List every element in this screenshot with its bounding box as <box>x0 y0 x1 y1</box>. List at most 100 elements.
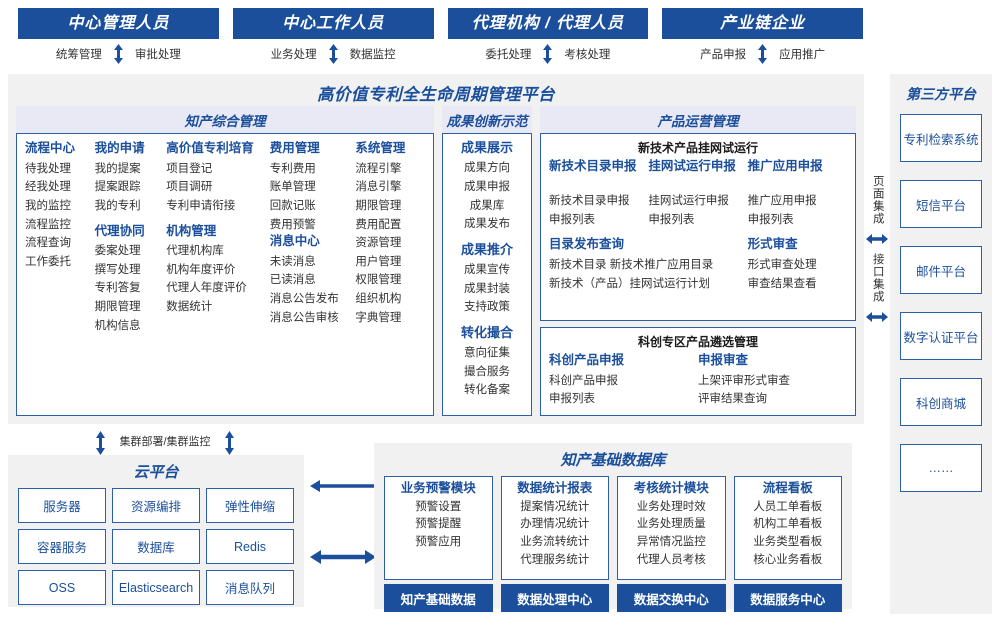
menu-item[interactable]: 流程查询 <box>25 237 71 250</box>
menu-item[interactable]: 组织机构 <box>355 293 402 305</box>
menu-item[interactable]: 上架评审形式审查 <box>698 374 790 387</box>
menu-item[interactable]: 账单管理 <box>269 181 316 194</box>
cloud-cell[interactable]: 数据库 <box>112 529 200 564</box>
menu-item[interactable]: 业务处理质量 <box>636 518 706 531</box>
menu-item[interactable]: 机构工单看板 <box>753 518 823 531</box>
menu-item[interactable]: 撮合服务 <box>464 365 510 378</box>
menu-item[interactable]: 支持政策 <box>464 301 510 314</box>
menu-item[interactable]: 消息公告审核 <box>269 311 339 324</box>
menu-item[interactable]: 回款记账 <box>269 199 316 212</box>
role-card[interactable]: 中心管理人员 统筹管理 审批处理 <box>18 8 219 68</box>
menu-item[interactable]: 人员工单看板 <box>753 500 823 513</box>
third-party-item-more[interactable]: …… <box>900 444 982 492</box>
menu-item[interactable]: 评审结果查询 <box>698 393 767 406</box>
menu-item[interactable]: 代理人员考核 <box>636 554 706 567</box>
menu-item[interactable]: 消息公告发布 <box>269 293 339 305</box>
menu-item[interactable]: 成果发布 <box>464 218 510 231</box>
menu-item[interactable]: 我的监控 <box>25 199 71 212</box>
menu-item[interactable]: 流程引擎 <box>355 162 402 175</box>
menu-item[interactable]: 经我处理 <box>25 181 71 194</box>
menu-item[interactable]: 权限管理 <box>355 274 402 287</box>
menu-item[interactable]: 未读消息 <box>269 255 316 268</box>
menu-item[interactable]: 新技术目录申报 <box>549 195 630 207</box>
menu-item[interactable]: 工作委托 <box>25 255 71 268</box>
role-card[interactable]: 中心工作人员 业务处理 数据监控 <box>232 8 434 68</box>
menu-item[interactable]: 项目登记 <box>166 162 213 175</box>
menu-item[interactable]: 转化备案 <box>464 384 510 397</box>
menu-item[interactable]: 业务处理时效 <box>636 500 706 513</box>
menu-item[interactable]: 审查结果查看 <box>747 277 817 290</box>
menu-item[interactable]: 申报列表 <box>549 393 595 406</box>
menu-item[interactable]: 期限管理 <box>94 301 141 313</box>
menu-item[interactable]: 申报列表 <box>648 213 695 226</box>
menu-item[interactable]: 办理情况统计 <box>520 518 590 531</box>
role-card[interactable]: 产业链企业 产品申报 应用推广 <box>662 8 863 68</box>
cloud-cell[interactable]: 容器服务 <box>18 529 106 564</box>
menu-item[interactable]: 申报列表 <box>747 213 794 226</box>
menu-item[interactable]: 消息引擎 <box>355 181 402 194</box>
cloud-cell[interactable]: OSS <box>18 570 106 605</box>
database-footer[interactable]: 数据处理中心 <box>500 584 609 612</box>
database-footer[interactable]: 数据交换中心 <box>617 584 726 612</box>
menu-item[interactable]: 机构年度评价 <box>166 263 236 276</box>
menu-item[interactable]: 代理机构库 <box>166 245 224 258</box>
menu-item[interactable]: 业务类型看板 <box>753 536 823 549</box>
menu-item[interactable]: 数据统计 <box>166 301 213 313</box>
database-footer[interactable]: 知产基础数据 <box>384 584 493 612</box>
menu-item[interactable]: 预警提醒 <box>415 518 462 531</box>
role-card[interactable]: 代理机构 / 代理人员 委托处理 考核处理 <box>447 8 649 68</box>
menu-item[interactable]: 业务流转统计 <box>520 536 590 549</box>
menu-item[interactable]: 代理人年度评价 <box>166 282 247 295</box>
menu-item[interactable]: 成果库 <box>469 199 505 212</box>
menu-item[interactable]: 专利费用 <box>269 162 316 175</box>
menu-item[interactable]: 新技术目录 新技术推广应用目录 <box>549 258 714 271</box>
menu-item[interactable]: 字典管理 <box>355 311 402 324</box>
menu-item[interactable]: 待我处理 <box>25 162 71 175</box>
menu-item[interactable]: 提案跟踪 <box>94 181 141 194</box>
menu-item[interactable]: 流程监控 <box>25 218 71 231</box>
menu-item[interactable]: 用户管理 <box>355 255 402 268</box>
third-party-item[interactable]: 专利检索系统 <box>900 114 982 162</box>
menu-item[interactable]: 资源管理 <box>355 237 402 250</box>
menu-item[interactable]: 代理服务统计 <box>520 554 590 567</box>
menu-item[interactable]: 成果宣传 <box>464 264 510 276</box>
menu-item[interactable]: 已读消息 <box>269 274 316 287</box>
menu-item[interactable]: 期限管理 <box>355 199 402 212</box>
third-party-item[interactable]: 短信平台 <box>900 180 982 228</box>
database-footer[interactable]: 数据服务中心 <box>733 584 842 612</box>
menu-item[interactable]: 形式审查处理 <box>747 258 817 271</box>
menu-item[interactable]: 申报列表 <box>549 213 595 226</box>
menu-item[interactable]: 预警设置 <box>415 500 462 513</box>
third-party-item[interactable]: 邮件平台 <box>900 246 982 294</box>
cloud-cell[interactable]: 弹性伸缩 <box>206 488 294 523</box>
menu-item[interactable]: 机构信息 <box>94 319 141 332</box>
menu-item[interactable]: 预警应用 <box>415 536 462 549</box>
cloud-cell[interactable]: 服务器 <box>18 488 106 523</box>
menu-item[interactable]: 意向征集 <box>464 347 510 360</box>
third-party-item[interactable]: 数字认证平台 <box>900 312 982 360</box>
menu-item[interactable]: 专利答复 <box>94 282 141 295</box>
third-party-item[interactable]: 科创商城 <box>900 378 982 426</box>
menu-item[interactable]: 提案情况统计 <box>520 500 590 513</box>
menu-item[interactable]: 撰写处理 <box>94 263 141 276</box>
menu-item[interactable]: 异常情况监控 <box>636 536 706 549</box>
menu-item[interactable]: 推广应用申报 <box>747 195 817 207</box>
menu-item[interactable]: 委案处理 <box>94 245 141 258</box>
menu-item[interactable]: 成果方向 <box>464 162 510 175</box>
menu-item[interactable]: 新技术（产品）挂网试运行计划 <box>549 277 710 290</box>
menu-item[interactable]: 挂网试运行申报 <box>648 195 729 207</box>
menu-item[interactable]: 科创产品申报 <box>549 374 618 387</box>
menu-item[interactable]: 我的专利 <box>94 199 141 212</box>
menu-item[interactable]: 核心业务看板 <box>753 554 823 567</box>
cloud-cell[interactable]: 资源编排 <box>112 488 200 523</box>
menu-item[interactable]: 费用配置 <box>355 218 402 231</box>
menu-item[interactable]: 项目调研 <box>166 181 213 194</box>
menu-item[interactable]: 费用预警 <box>269 218 316 231</box>
cloud-cell[interactable]: Redis <box>206 529 294 564</box>
menu-item[interactable]: 我的提案 <box>94 162 141 175</box>
cloud-cell[interactable]: 消息队列 <box>206 570 294 605</box>
menu-item[interactable]: 成果申报 <box>464 180 510 193</box>
menu-item[interactable]: 成果封装 <box>464 282 510 295</box>
menu-item[interactable]: 专利申请衔接 <box>166 199 236 212</box>
cloud-cell[interactable]: Elasticsearch <box>112 570 200 605</box>
